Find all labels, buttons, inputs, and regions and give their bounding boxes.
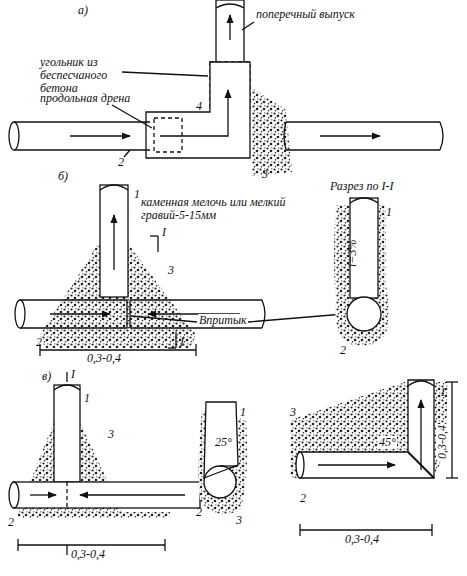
callout-number: 1	[84, 392, 90, 405]
callout-number: 3	[168, 264, 174, 277]
note: Впритык	[198, 314, 248, 327]
section-mark: I	[162, 226, 166, 239]
callout-number: 2	[340, 344, 346, 357]
dimension: 0,3-0,4	[344, 533, 380, 546]
part-name: поперечный выпуск	[256, 8, 355, 21]
section-mark: I	[71, 368, 75, 381]
callout-number: 1	[386, 206, 392, 219]
callout-number: 3	[290, 406, 296, 419]
panel-letter: в)	[42, 370, 51, 383]
callout-number: 3	[236, 514, 242, 527]
callout-number: 2	[300, 492, 306, 505]
angle: 25°	[214, 436, 233, 449]
angle: 45°	[378, 436, 397, 449]
part-name: угольник из беспесчаного бетона	[40, 56, 132, 96]
callout-number: 2	[8, 516, 14, 529]
slope: i=3%	[346, 240, 359, 267]
callout-number: 2	[196, 506, 202, 519]
callout-number: 1	[240, 406, 246, 419]
panel-letter: а)	[78, 4, 88, 17]
callout-number: 1	[440, 386, 446, 399]
section-title: Разрез по I-I	[330, 180, 393, 193]
section-mark: I	[180, 336, 184, 349]
panel-letter: б)	[58, 170, 68, 183]
callout-number: 2	[118, 156, 124, 169]
callout-number: 2	[36, 336, 42, 349]
callout-number: 3	[262, 168, 268, 181]
part-name: каменная мелочь или мелкий гравий-5-15мм	[140, 196, 302, 222]
dimension: 0,3-0,4	[86, 352, 122, 365]
dimension: 0,3-0,4	[70, 548, 106, 561]
callout-number: 4	[196, 100, 202, 113]
callout-number: 3	[108, 428, 114, 441]
part-name: продольная дрена	[40, 92, 130, 105]
dimension: 0,3-0,4	[436, 424, 449, 460]
